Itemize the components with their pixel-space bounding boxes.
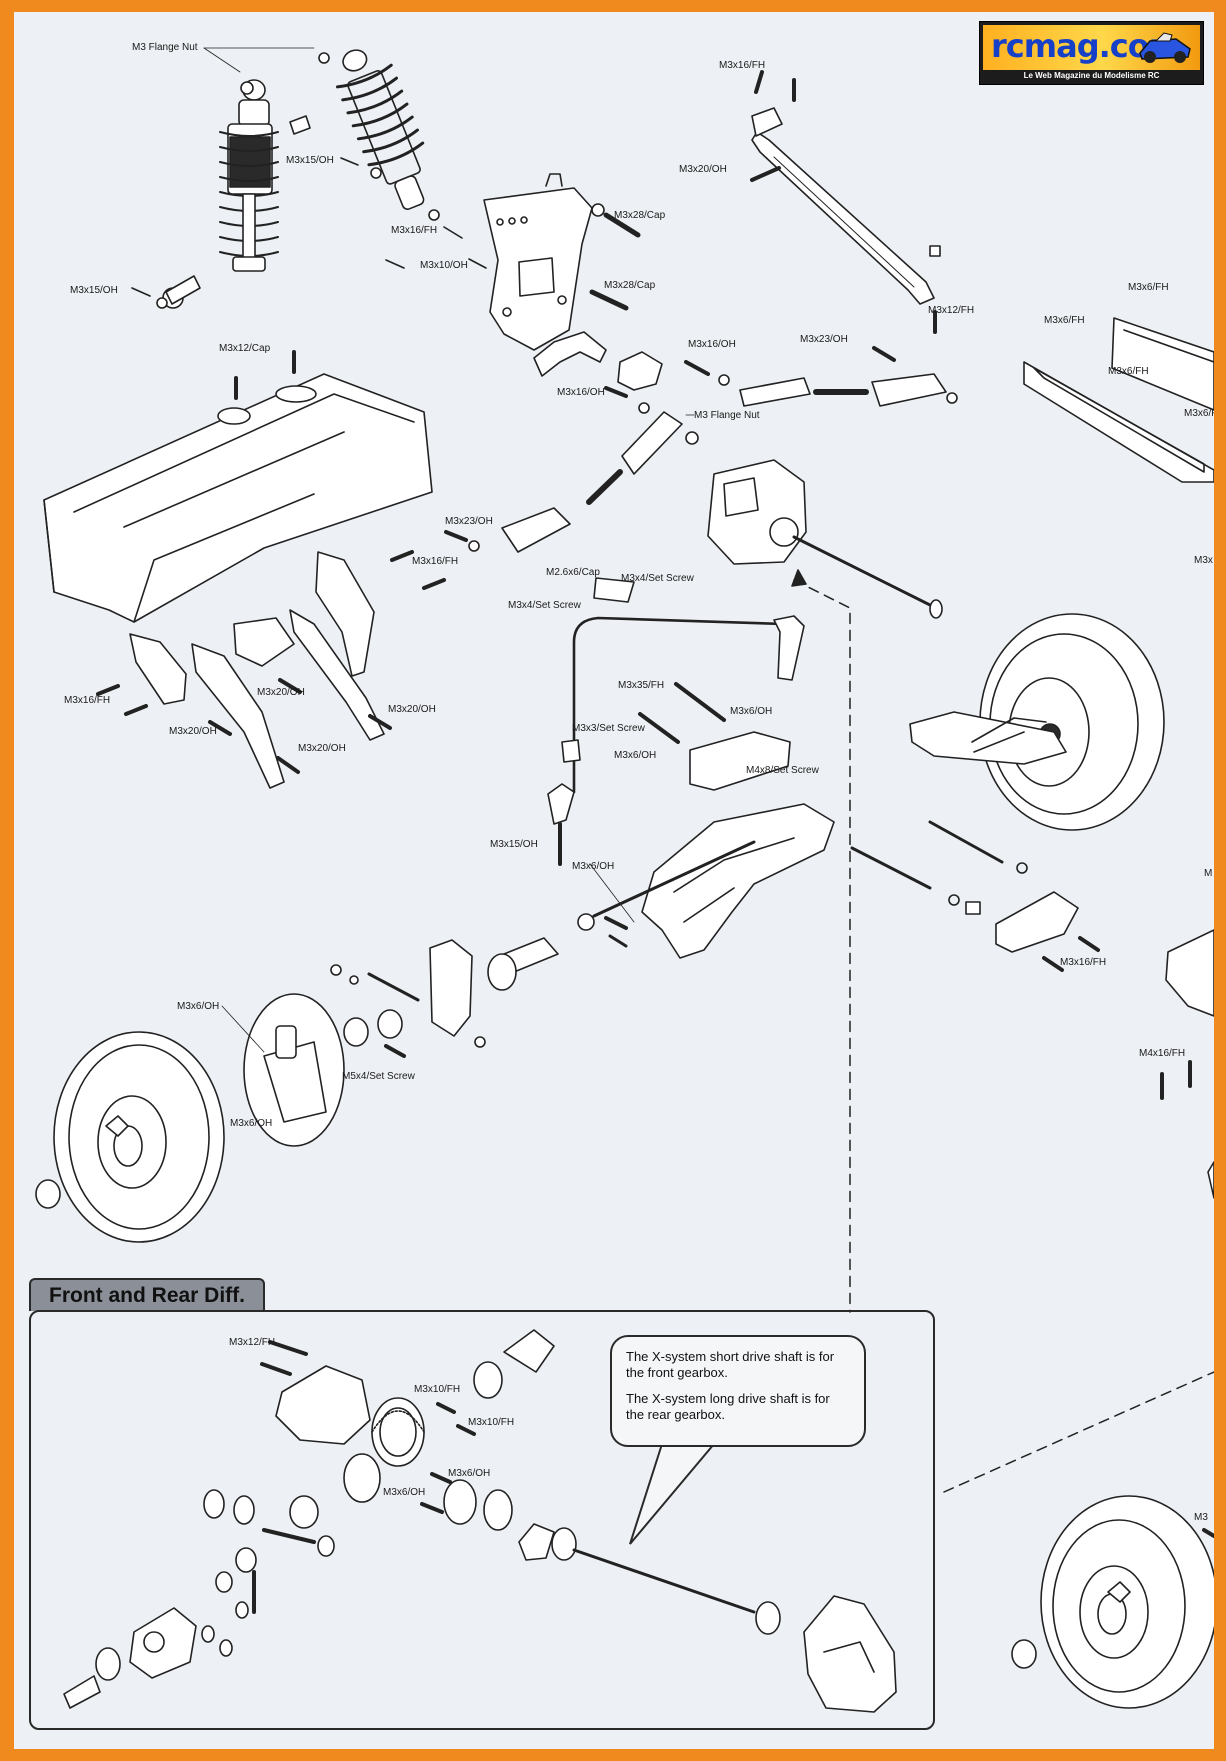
part-label: M3x23/OH	[445, 516, 493, 527]
exploded-assembly-drawing	[35, 47, 1214, 1713]
rear-gearbox	[707, 459, 943, 619]
part-label: M3x6/FH	[1108, 366, 1149, 377]
wheel-right-bottom	[1040, 1495, 1214, 1709]
diff-parts	[63, 1329, 897, 1713]
part-label: M3x6/OH	[383, 1487, 426, 1498]
part-label: M3x20/OH	[257, 687, 305, 698]
logo-tagline: Le Web Magazine du Modelisme RC	[1023, 71, 1160, 80]
part-label: M2.6x6/Cap	[546, 567, 600, 578]
part-label: M3x10/FH	[414, 1384, 461, 1395]
camber-link	[751, 131, 935, 305]
part-label: M3x6/OH	[448, 1468, 491, 1479]
site-logo: rcmag.com Le Web Magazine du Modelisme R…	[979, 21, 1204, 85]
part-label: M3x	[1194, 555, 1213, 566]
part-label: M3x20/OH	[169, 726, 217, 737]
part-label: M3	[1194, 1512, 1208, 1523]
part-label: M3x6/FH	[1044, 315, 1085, 326]
part-label: M3x15/OH	[286, 155, 334, 166]
part-label: M3x6/OH	[614, 750, 657, 761]
logo-band: rcmag.com	[983, 25, 1200, 70]
part-label: M3x6/OH	[730, 706, 773, 717]
part-label: M3x15/OH	[490, 839, 538, 850]
note-front-gearbox: The X-system short drive shaft is for th…	[626, 1349, 835, 1380]
part-label: M3x4/Set Screw	[621, 573, 694, 584]
part-label: M3x35/FH	[618, 680, 665, 691]
part-label: M3x15/OH	[70, 285, 118, 296]
part-label: M3x20/OH	[388, 704, 436, 715]
part-label: M3x10/OH	[420, 260, 468, 271]
part-label: M3x12/FH	[229, 1337, 276, 1348]
part-label: M3x20/OH	[679, 164, 727, 175]
shock-absorber-right	[335, 49, 425, 210]
part-label: M3x3/Set Screw	[572, 723, 645, 734]
wheel-left-front	[53, 1031, 225, 1243]
part-label: M3x6/F	[1184, 408, 1214, 419]
part-label: M4x16/FH	[1139, 1048, 1186, 1059]
part-label: M3x16/OH	[688, 339, 736, 350]
part-label: M3x4/Set Screw	[508, 600, 581, 611]
part-label: M3x16/OH	[557, 387, 605, 398]
part-label: M3x6/FH	[1128, 282, 1169, 293]
rear-wing	[43, 373, 433, 623]
note-rear-gearbox: The X-system long drive shaft is for the…	[626, 1391, 830, 1422]
part-label: M3x16/FH	[391, 225, 438, 236]
rc-car-icon	[1139, 32, 1191, 63]
part-label: M3x23/OH	[800, 334, 848, 345]
part-label: M3x16/FH	[1060, 957, 1107, 968]
shock-absorber-left	[162, 79, 279, 309]
part-label: M3x28/Cap	[614, 210, 666, 221]
part-label: M3x16/FH	[412, 556, 459, 567]
part-label: M3x16/FH	[719, 60, 766, 71]
instruction-page: M3 Flange Nut M3x15/OH M3x16/FH M3x10/OH…	[14, 12, 1214, 1749]
note-bubble: The X-system short drive shaft is for th…	[610, 1335, 866, 1447]
part-label: M3 Flange Nut	[694, 410, 760, 421]
shock-tower	[483, 173, 593, 351]
part-label: M3x6/OH	[230, 1118, 273, 1129]
part-label: M3x12/FH	[928, 305, 975, 316]
part-label: M5x4/Set Screw	[342, 1071, 415, 1082]
diff-section-frame	[29, 1310, 935, 1730]
part-label: M3 Flange Nut	[132, 42, 198, 53]
part-label: M3x6/OH	[177, 1001, 220, 1012]
lower-suspension-arm	[592, 803, 835, 959]
part-label: M4x8/Set Screw	[746, 765, 819, 776]
part-label: M3x20/OH	[298, 743, 346, 754]
part-label: M3x12/Cap	[219, 343, 271, 354]
part-label: M3x28/Cap	[604, 280, 656, 291]
section-title: Front and Rear Diff.	[29, 1278, 266, 1311]
part-label: M3x16/FH	[64, 695, 111, 706]
part-label: M3x10/FH	[468, 1417, 515, 1428]
part-label: M3x6/OH	[572, 861, 615, 872]
part-label: M	[1204, 868, 1213, 879]
